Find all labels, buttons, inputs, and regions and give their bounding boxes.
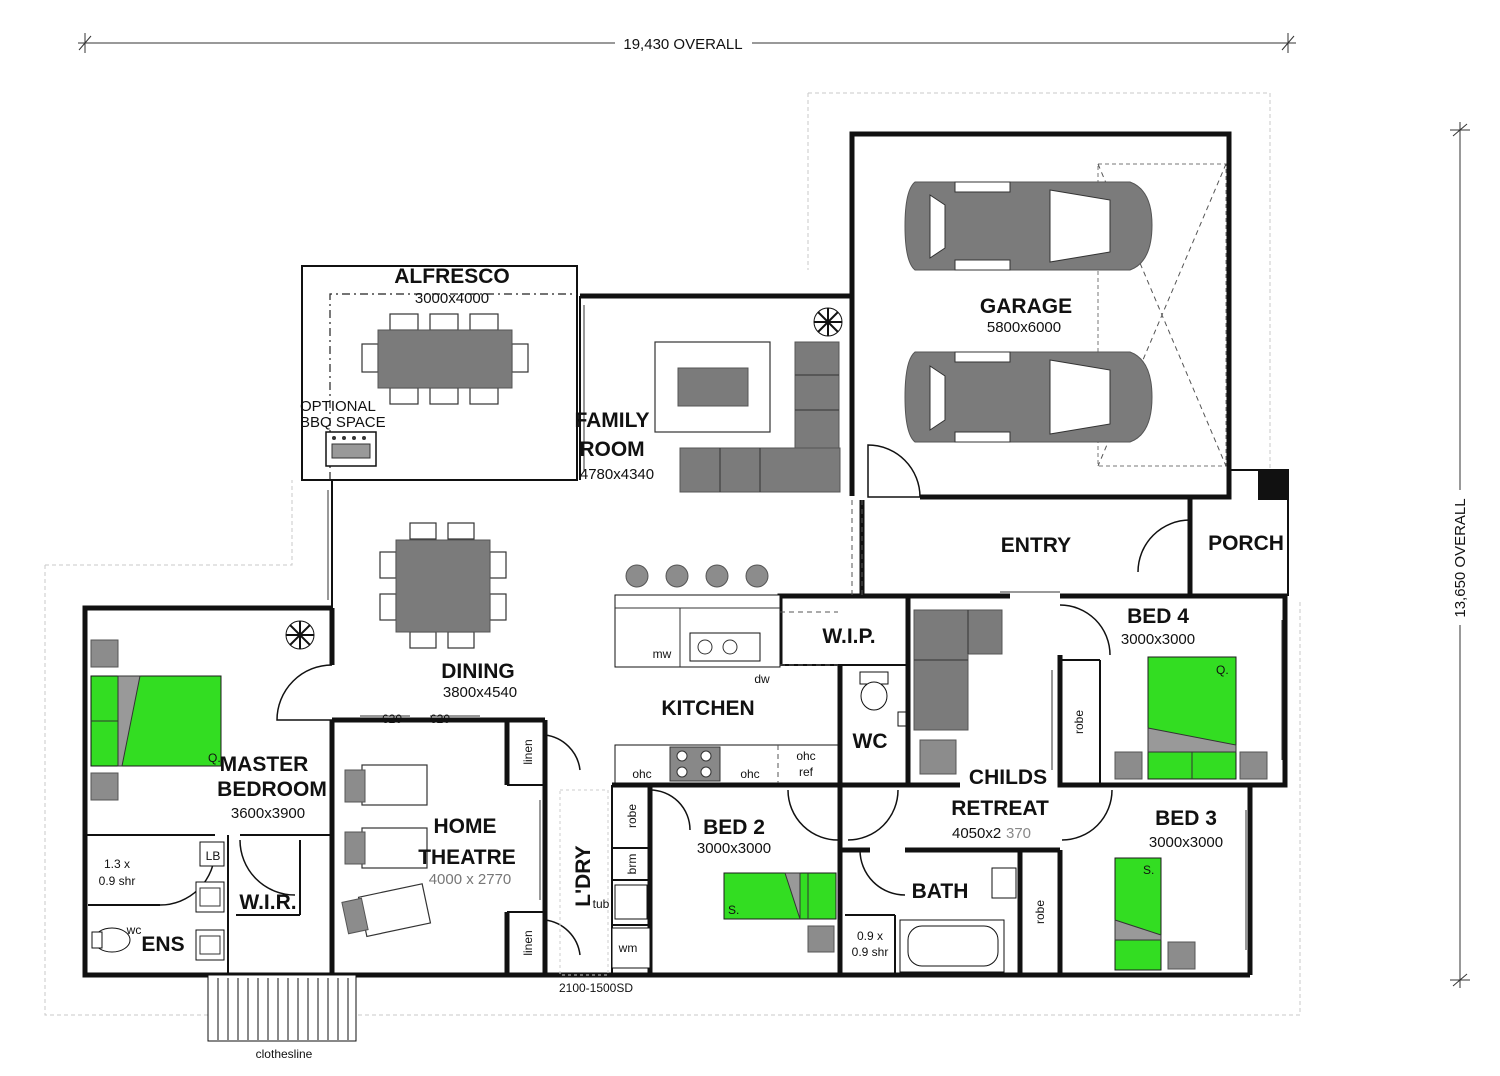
master-bed-q: Q. (208, 751, 221, 765)
wm-label: wm (618, 941, 638, 955)
bed2-size: 3000x3000 (697, 840, 771, 857)
kitchen-stools (625, 564, 769, 588)
kitchen-label: KITCHEN (661, 697, 754, 720)
dw-label: dw (754, 672, 770, 686)
retreat-size-main: 4050x2 (952, 825, 1001, 842)
family-label-1: FAMILY (574, 409, 649, 432)
car-top (904, 181, 1153, 271)
retreat-sofa (913, 609, 1003, 775)
robe-label-bed4: robe (1072, 710, 1086, 734)
retreat-label-2: RETREAT (951, 797, 1049, 820)
bed2-bed (723, 872, 837, 953)
clothesline-label: clothesline (256, 1047, 313, 1061)
wir-label: W.I.R. (239, 891, 296, 914)
bed3-size: 3000x3000 (1149, 834, 1223, 851)
bbq-unit (325, 431, 377, 467)
laundry-fixtures (559, 789, 651, 976)
window-620-a: 620 (382, 712, 402, 726)
master-label-2: BEDROOM (217, 778, 327, 801)
kitchen-bench (614, 744, 839, 784)
dining-size: 3800x4540 (443, 684, 517, 701)
alfresco-table (361, 313, 529, 405)
lb-label: LB (206, 849, 221, 863)
bath-shower-2: 0.9 shr (852, 945, 889, 959)
garage-label: GARAGE (980, 295, 1072, 318)
ohc-ref-label-2: ref (799, 765, 814, 779)
bed4-label: BED 4 (1127, 605, 1189, 628)
bed3-s: S. (1143, 863, 1154, 877)
dining-label: DINING (441, 660, 515, 683)
site-boundary (44, 92, 1301, 1016)
porch-label: PORCH (1208, 532, 1284, 555)
clothesline-deck (207, 974, 357, 1042)
garage-size: 5800x6000 (987, 319, 1061, 336)
entry-label: ENTRY (1001, 534, 1071, 557)
windows (360, 591, 1283, 950)
theatre-recliners (341, 764, 432, 938)
alfresco-label: ALFRESCO (394, 265, 510, 288)
theatre-label-1: HOME (434, 815, 497, 838)
ensuite-fixtures (91, 841, 225, 961)
bed4-size: 3000x3000 (1121, 631, 1195, 648)
alfresco-size: 3000x4000 (415, 290, 489, 307)
kitchen-island (614, 594, 838, 668)
robe-label-laundry: robe (625, 804, 639, 828)
linen-label-top: linen (521, 739, 535, 764)
wip-label: W.I.P. (822, 625, 875, 648)
retreat-label-1: CHILDS (969, 766, 1047, 789)
family-size: 4780x4340 (580, 466, 654, 483)
dining-table (379, 522, 507, 649)
wc-label: WC (853, 730, 888, 753)
retreat-size-grey: 370 (1006, 825, 1031, 842)
wc-toilet (859, 671, 907, 727)
window-620-b: 620 (430, 712, 450, 726)
ens-shower-1: 1.3 x (104, 857, 130, 871)
overall-depth-dimension (1450, 122, 1470, 988)
bath-fixtures (899, 867, 1017, 973)
wc-small-label: wc (126, 923, 142, 937)
ohc-label-right: ohc (740, 767, 759, 781)
master-size: 3600x3900 (231, 805, 305, 822)
bath-label: BATH (912, 880, 969, 903)
overall-width-label: 19,430 OVERALL (623, 36, 742, 53)
family-rug (654, 341, 771, 433)
ens-shower-2: 0.9 shr (99, 874, 136, 888)
overall-width-dimension (78, 33, 1296, 53)
sliding-door-label: 2100-1500SD (559, 981, 633, 995)
plant-icon (813, 307, 843, 337)
house-walls (82, 293, 1289, 978)
brm-label: brm (625, 854, 639, 875)
bbq-label-1: OPTIONAL (300, 398, 376, 415)
theatre-label-2: THEATRE (418, 846, 516, 869)
laundry-label: L'DRY (572, 845, 595, 906)
bed3-bed (1114, 857, 1196, 971)
overall-depth-label: 13,650 OVERALL (1452, 498, 1469, 617)
master-plant-icon (285, 620, 315, 650)
family-sofa (679, 341, 841, 493)
mw-label: mw (653, 647, 672, 661)
linen-label-bottom: linen (521, 930, 535, 955)
ens-label: ENS (141, 933, 184, 956)
robe-label-bed3: robe (1033, 900, 1047, 924)
bbq-label-2: BBQ SPACE (300, 414, 386, 431)
bed4-bed (1114, 656, 1268, 780)
family-label-2: ROOM (579, 438, 644, 461)
car-bottom (904, 351, 1153, 443)
bed3-label: BED 3 (1155, 807, 1217, 830)
theatre-size: 4000 x 2770 (429, 871, 512, 888)
bath-shower-1: 0.9 x (857, 929, 883, 943)
tub-label: tub (593, 897, 610, 911)
master-label-1: MASTER (220, 753, 309, 776)
bed2-s: S. (728, 903, 739, 917)
ohc-ref-label-1: ohc (796, 749, 815, 763)
master-bed (90, 639, 222, 801)
bed2-label: BED 2 (703, 816, 765, 839)
bed4-q: Q. (1216, 663, 1229, 677)
ohc-label-left: ohc (632, 767, 651, 781)
